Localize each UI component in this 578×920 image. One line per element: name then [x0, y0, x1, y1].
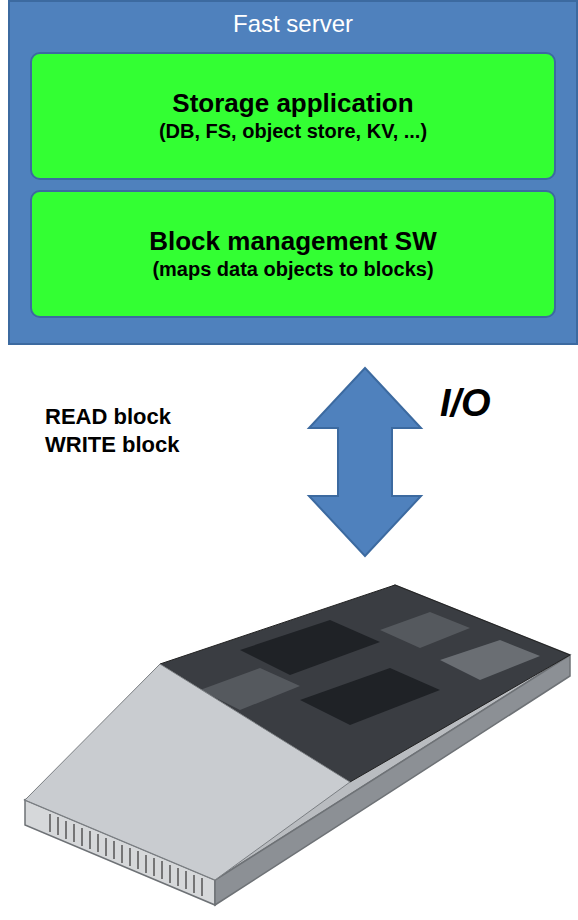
- server-illustration: [25, 585, 570, 905]
- software-box: Block management SW(maps data objects to…: [30, 190, 556, 318]
- server-box: Fast serverStorage application(DB, FS, o…: [8, 0, 578, 345]
- box-detail: (maps data objects to blocks): [152, 257, 433, 282]
- io-double-arrow: [309, 368, 421, 556]
- command-label: WRITE block: [45, 432, 179, 458]
- box-heading: Storage application: [172, 88, 413, 119]
- software-box: Storage application(DB, FS, object store…: [30, 52, 556, 180]
- box-heading: Fast server: [233, 10, 353, 38]
- io-label: I/O: [440, 382, 491, 425]
- box-detail: (DB, FS, object store, KV, ...): [159, 119, 427, 144]
- command-label: READ block: [45, 404, 171, 430]
- box-heading: Block management SW: [149, 226, 437, 257]
